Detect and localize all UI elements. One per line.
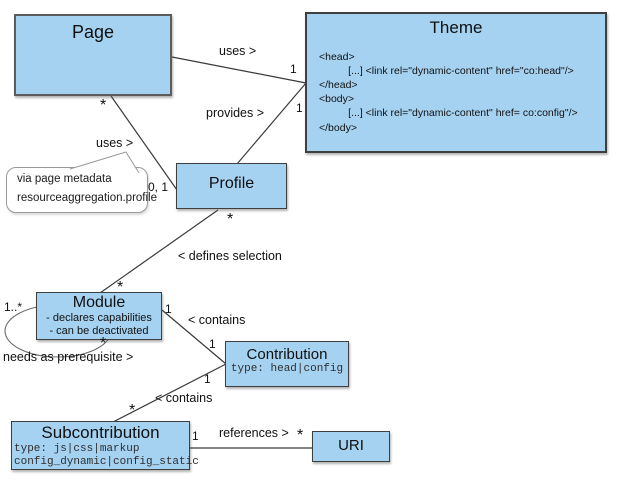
multiplicity-profile-left: 0, 1 [148, 180, 169, 194]
class-box-subcontribution: Subcontribution type: js|css|markup conf… [11, 421, 199, 470]
class-box-profile: Profile [176, 163, 287, 209]
multiplicity-loop-bottom: * [100, 335, 107, 352]
class-title-module: Module [72, 294, 126, 311]
edge-label-defines-selection: < defines selection [178, 249, 282, 263]
multiplicity-contribution-top: 1 [209, 337, 216, 351]
subcontribution-type-attribute: config_dynamic|config_static [14, 455, 199, 468]
edge-label-uses-top: uses > [219, 44, 257, 58]
multiplicity-theme-top: 1 [290, 62, 297, 76]
theme-code-line: <body> [319, 93, 355, 106]
theme-code-line: [...] <link rel="dynamic-content" href="… [319, 64, 574, 77]
edge-profile-defines-module [99, 209, 219, 294]
theme-markup-snippet: <head> [...] <link rel="dynamic-content"… [307, 50, 605, 135]
class-title-subcontribution: Subcontribution [41, 423, 160, 442]
note-bubble-tail [69, 151, 140, 174]
class-box-module: Module - declares capabilities - can be … [36, 292, 162, 340]
multiplicity-module-top: * [117, 279, 124, 296]
theme-code-line: [...] <link rel="dynamic-content" href= … [319, 107, 578, 120]
theme-code-line: </body> [319, 121, 357, 134]
class-title-page: Page [71, 22, 115, 42]
multiplicity-uri-left: * [297, 427, 304, 444]
class-box-page: Page [14, 14, 172, 96]
class-box-contribution: Contribution type: head|config [225, 341, 349, 387]
edge-theme-provides-profile [236, 82, 307, 165]
note-bubble [6, 167, 148, 213]
class-box-theme: Theme <head> [...] <link rel="dynamic-co… [305, 12, 607, 153]
class-title-theme: Theme [429, 18, 483, 37]
module-attribute: - declares capabilities [46, 312, 152, 325]
class-box-uri: URI [312, 431, 390, 462]
module-attribute: - can be deactivated [49, 325, 149, 338]
multiplicity-subcontribution-right: 1 [192, 429, 199, 443]
multiplicity-subcontribution-top: * [129, 402, 136, 419]
contribution-type-attribute: type: head|config [230, 363, 344, 376]
edge-label-contains-bottom: < contains [155, 391, 213, 405]
multiplicity-module-right: 1 [165, 302, 172, 316]
edge-label-contains-top: < contains [188, 313, 246, 327]
multiplicity-page-bottom: * [100, 97, 107, 114]
edge-label-references: references > [219, 426, 289, 440]
subcontribution-type-attribute: type: js|css|markup [14, 442, 140, 455]
edge-label-provides: provides > [206, 106, 265, 120]
edge-label-needs-prerequisite: needs as prerequisite > [3, 350, 134, 364]
edge-page-uses-theme [171, 56, 307, 84]
edge-module-contains-contribution [161, 309, 227, 365]
class-title-uri: URI [338, 437, 364, 454]
theme-code-line: <head> [319, 50, 355, 63]
edge-label-uses-left: uses > [96, 136, 134, 150]
multiplicity-profile-bottom: * [227, 211, 234, 228]
multiplicity-contribution-bottom: 1 [204, 372, 211, 386]
multiplicity-theme-bottom: 1 [296, 101, 303, 115]
multiplicity-loop-left: 1..* [4, 300, 23, 314]
theme-code-line: </head> [319, 78, 358, 91]
class-title-contribution: Contribution [246, 346, 328, 363]
note-text: resourceaggregation.profile [17, 192, 158, 204]
edge-page-uses-profile [110, 95, 178, 191]
edge-contribution-contains-subcontribution [112, 363, 227, 423]
note-text: via page metadata [17, 173, 112, 185]
class-title-profile: Profile [208, 175, 255, 192]
